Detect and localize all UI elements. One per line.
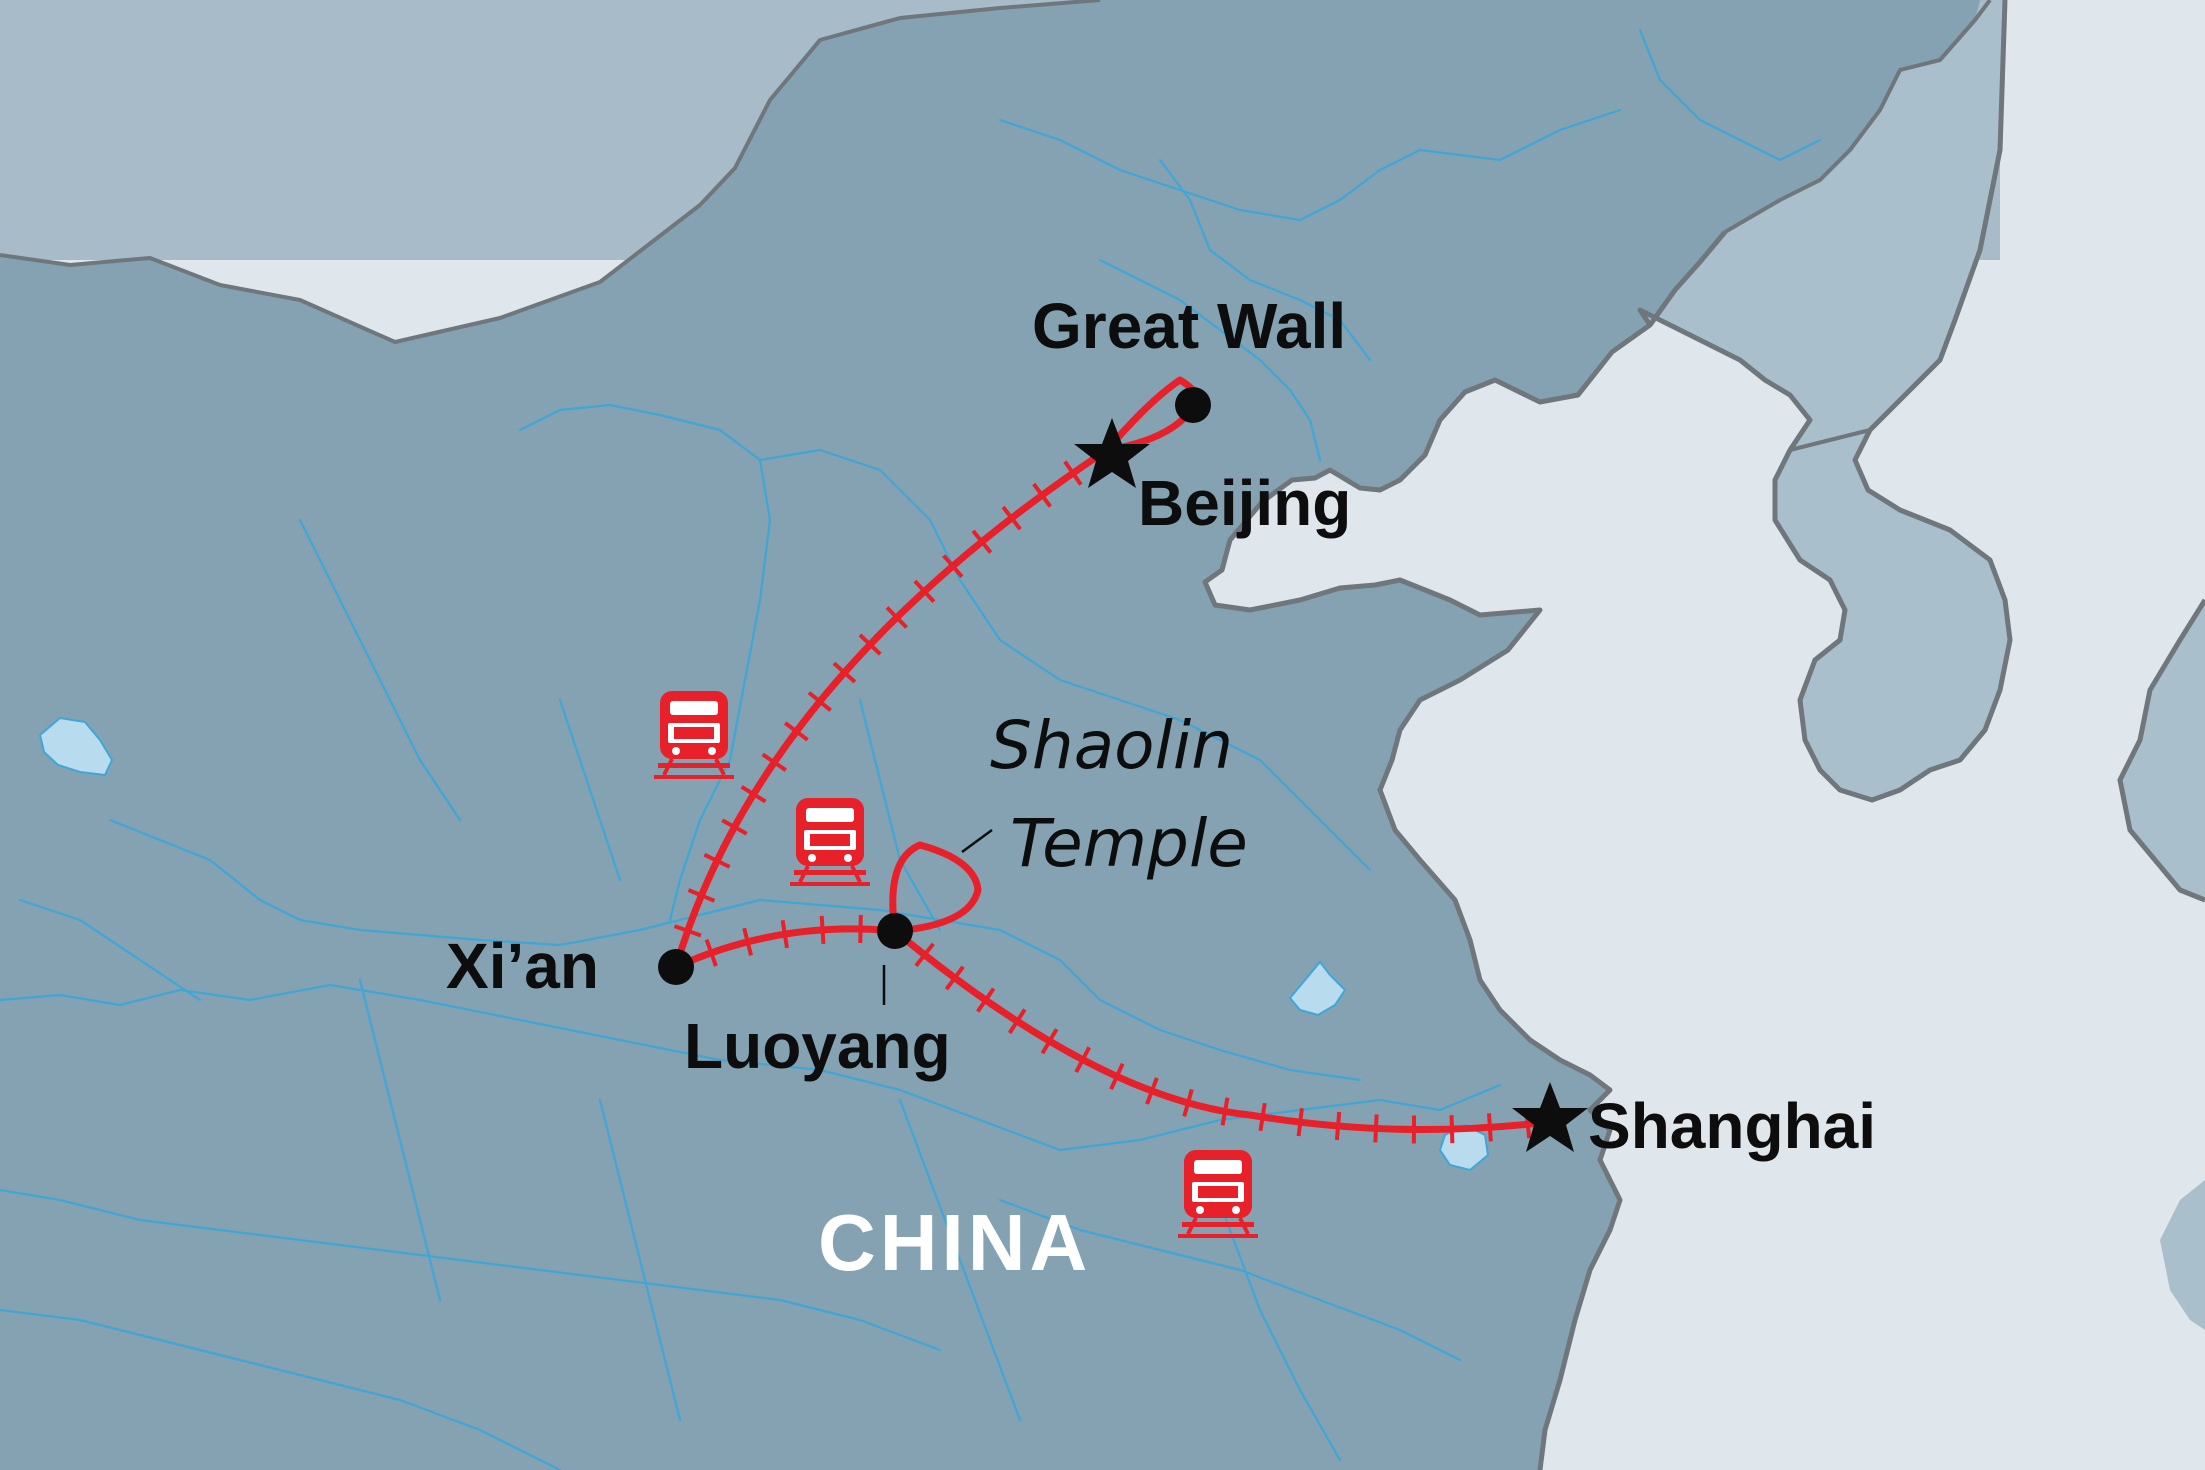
railway-tick — [740, 785, 767, 804]
railway-tick — [832, 661, 857, 684]
label-shaolin-line2: Temple — [1010, 805, 1248, 882]
label-luoyang: Luoyang — [684, 1010, 951, 1082]
railway-tick — [914, 942, 935, 968]
label-xian: Xi’an — [446, 930, 599, 1002]
lake-qinghai — [38, 716, 114, 777]
railway-tick — [1296, 1108, 1304, 1137]
shaolin-leader-line — [961, 828, 993, 854]
railway-tick — [1449, 1115, 1455, 1144]
railway-tick — [1001, 505, 1022, 531]
coastline-japan — [2117, 598, 2205, 903]
railway-tick — [742, 927, 753, 956]
railway-tick — [1220, 1097, 1230, 1126]
coastline-korea — [1637, 0, 2013, 803]
railway-tick — [1182, 1088, 1194, 1117]
train-icon — [1176, 1148, 1260, 1240]
railway-tick — [1032, 482, 1052, 508]
railway-tick — [976, 987, 996, 1013]
railway-tick — [971, 529, 993, 554]
land-korea — [1640, 0, 2010, 800]
rivers — [0, 28, 1822, 1470]
label-country-china: CHINA — [818, 1198, 1091, 1287]
railway-tick — [1145, 1077, 1159, 1105]
land-china — [0, 0, 1980, 1470]
train-icon — [652, 689, 736, 781]
railway-tick — [1373, 1114, 1379, 1143]
railway-tick — [780, 920, 789, 949]
border-korea-dmz — [1789, 428, 1871, 452]
train-icon — [788, 796, 872, 888]
route-shaolin-loop — [889, 841, 982, 935]
railway-tick — [721, 818, 748, 836]
railway-tick — [858, 914, 863, 944]
coastline-china — [1202, 230, 1727, 1470]
tour-route — [672, 376, 1552, 1144]
railway-tick — [807, 691, 832, 712]
railway-tick — [885, 606, 909, 629]
luoyang-marker — [877, 913, 913, 949]
railway-tick — [704, 938, 718, 967]
lake-hongze — [1288, 960, 1347, 1017]
border-mongolia — [0, 0, 1101, 344]
railway-tick — [819, 915, 826, 944]
railway-tick — [1063, 460, 1083, 486]
route-luoyang-shanghai — [891, 927, 1552, 1134]
label-great-wall: Great Wall — [1032, 290, 1346, 362]
railway-tick — [1007, 1008, 1027, 1035]
border-korea — [1723, 0, 1992, 234]
railway-tick — [703, 852, 731, 869]
railway-tick — [761, 752, 787, 772]
railway-tick — [1040, 1028, 1059, 1055]
route-xian-beijing — [672, 446, 1111, 971]
beijing-star-icon — [1074, 418, 1150, 488]
railway-tick — [783, 721, 809, 742]
label-beijing: Beijing — [1138, 467, 1351, 539]
railway-tick — [858, 633, 882, 656]
label-shanghai: Shanghai — [1588, 1090, 1876, 1162]
xian-marker — [658, 949, 694, 985]
route-xian-luoyang — [672, 925, 899, 971]
label-shaolin-line1: Shaolin — [990, 707, 1233, 784]
railway-tick — [1109, 1062, 1125, 1090]
railway-tick — [944, 965, 965, 991]
railway-tick — [1258, 1102, 1267, 1132]
railway-tick — [673, 924, 702, 938]
railway-tick — [942, 554, 964, 579]
railway-tick — [1487, 1113, 1493, 1142]
land-japan — [2120, 600, 2205, 900]
shanghai-star-icon — [1512, 1082, 1588, 1152]
railway-tick — [1074, 1046, 1092, 1073]
railway-tick — [687, 888, 716, 903]
railway-tick — [1334, 1111, 1342, 1141]
land-japan-south — [2160, 1180, 2205, 1330]
great-wall-marker — [1175, 387, 1211, 423]
railway-tick — [913, 579, 936, 604]
